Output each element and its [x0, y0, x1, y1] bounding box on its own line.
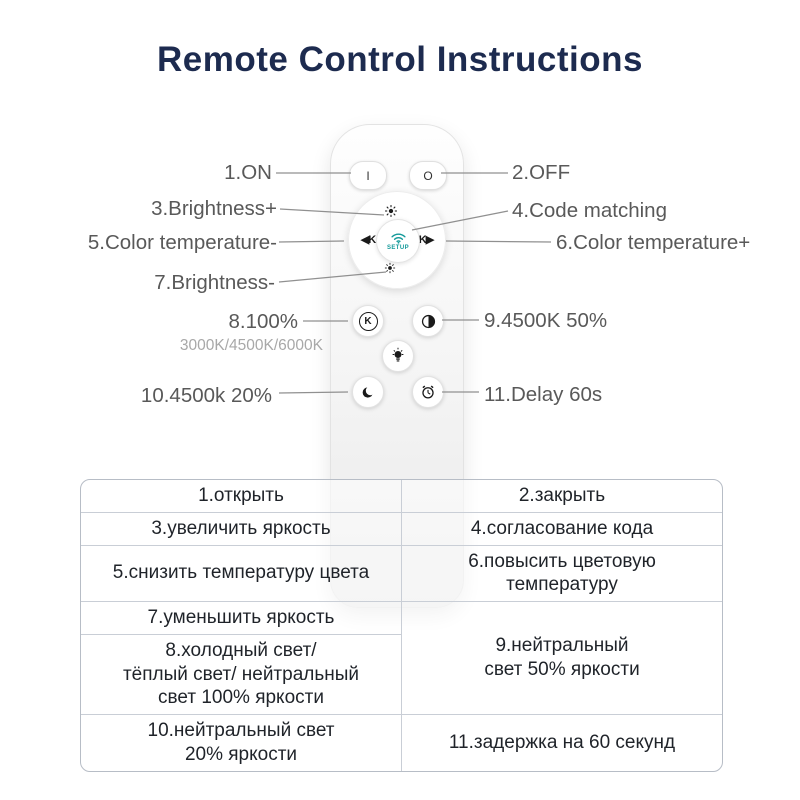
- kelvin-cycle-button: K: [352, 305, 384, 337]
- page-title: Remote Control Instructions: [156, 40, 644, 79]
- cell-delay: 11.задержка на 60 секунд: [401, 714, 722, 771]
- table-row: 10.нейтральный свет 20% яркости 11.задер…: [81, 714, 722, 771]
- translation-table: 1.открыть 2.закрыть 3.увеличить яркость …: [80, 479, 723, 772]
- callout-preset-100-sub: 3000K/4500K/6000K: [179, 337, 323, 354]
- bulb-icon: [392, 347, 404, 362]
- brightness-down-icon: [384, 262, 396, 274]
- contrast-icon: [421, 314, 435, 328]
- cell-neutral-20: 10.нейтральный свет 20% яркости: [81, 714, 402, 771]
- power-off-label: O: [423, 168, 433, 183]
- cell-brightness-up: 3.увеличить яркость: [81, 511, 402, 546]
- callout-color-temp-minus: 5.Color temperature-: [87, 231, 277, 254]
- callout-preset-50: 9.4500K 50%: [484, 309, 608, 332]
- kelvin-icon: K: [358, 311, 378, 331]
- power-off-button: O: [409, 161, 447, 190]
- color-temp-up-icon: K▶: [418, 234, 434, 246]
- table-row: 8.холодный свет/ тёплый свет/ нейтральны…: [81, 633, 722, 716]
- cell-presets-100: 8.холодный свет/ тёплый свет/ нейтральны…: [81, 633, 402, 716]
- delay-button: [412, 376, 444, 408]
- cell-close: 2.закрыть: [401, 480, 722, 513]
- callout-preset-20: 10.4500k 20%: [140, 384, 272, 407]
- cell-open: 1.открыть: [81, 480, 402, 513]
- callout-brightness-minus: 7.Brightness-: [154, 271, 275, 294]
- cell-brightness-down: 7.уменьшить яркость: [81, 601, 402, 635]
- callout-off: 2.OFF: [512, 161, 571, 184]
- table-row: 3.увеличить яркость 4.согласование кода: [81, 511, 722, 546]
- night-mode-button: [352, 376, 384, 408]
- brightness-up-icon: [384, 204, 398, 218]
- cell-temp-up: 6.повысить цветовую температуру: [401, 544, 722, 602]
- callout-delay: 11.Delay 60s: [484, 383, 603, 406]
- callout-preset-100: 8.100%: [228, 310, 298, 333]
- setup-button: SETUP: [376, 219, 420, 263]
- table-row: 7.уменьшить яркость 9.нейтральный свет 5…: [81, 601, 722, 715]
- neutral-50-button: [412, 305, 444, 337]
- table-row: 5.снизить температуру цвета 6.повысить ц…: [81, 544, 722, 602]
- table-row: 1.открыть 2.закрыть: [81, 480, 722, 513]
- callout-color-temp-plus: 6.Color temperature+: [556, 231, 751, 254]
- cell-code-matching: 4.согласование кода: [401, 511, 722, 546]
- callout-on: 1.ON: [224, 161, 272, 184]
- power-on-button: I: [349, 161, 387, 190]
- callout-code-matching: 4.Code matching: [512, 199, 667, 222]
- color-temp-down-icon: ◀K: [360, 234, 376, 246]
- wifi-icon: [390, 233, 406, 244]
- power-on-label: I: [366, 168, 370, 183]
- cell-neutral-50: 9.нейтральный свет 50% яркости: [401, 601, 722, 715]
- callout-brightness-plus: 3.Brightness+: [151, 197, 277, 220]
- alarm-clock-icon: [422, 385, 434, 399]
- moon-icon: [362, 385, 375, 398]
- setup-label: SETUP: [386, 245, 409, 251]
- bulb-button: [382, 340, 414, 372]
- cell-temp-down: 5.снизить температуру цвета: [81, 544, 402, 602]
